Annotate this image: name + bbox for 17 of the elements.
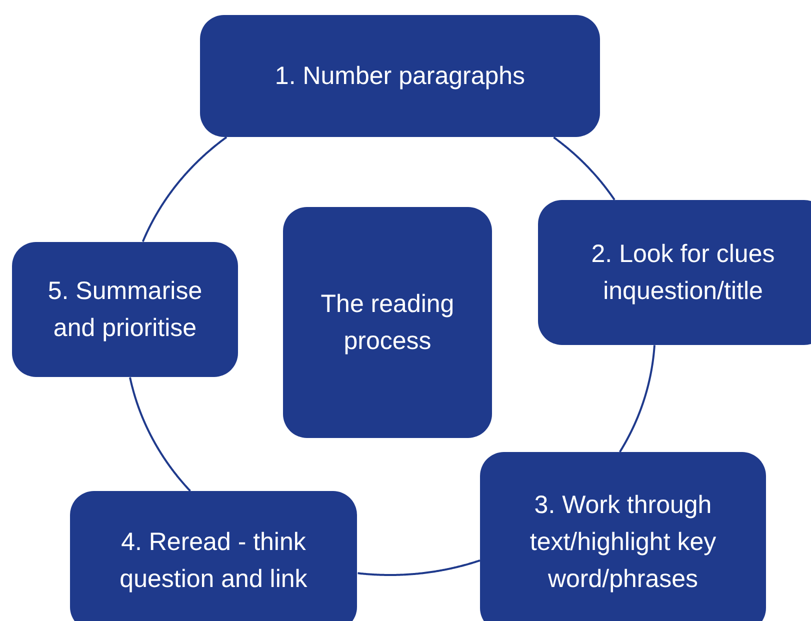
connector-line (358, 560, 480, 576)
connector-line (553, 136, 616, 200)
process-box (480, 452, 766, 621)
process-box (538, 200, 811, 345)
step-label: 3. Work through text/highlight key word/phrases (528, 490, 718, 594)
connector-line (142, 136, 228, 242)
step-label: 4. Reread - think question and link (118, 527, 308, 595)
step-label: 5. Summarise and prioritise (46, 276, 204, 344)
step-label: The reading process (320, 288, 456, 356)
step-label: 2. Look for clues inquestion/title (590, 238, 776, 306)
process-box (283, 207, 492, 438)
process-box (200, 15, 600, 137)
connector-line (619, 344, 656, 452)
connector-line (129, 376, 191, 492)
step-label: 1. Number paragraphs (274, 60, 526, 92)
process-box (12, 242, 238, 377)
process-box (70, 491, 357, 621)
